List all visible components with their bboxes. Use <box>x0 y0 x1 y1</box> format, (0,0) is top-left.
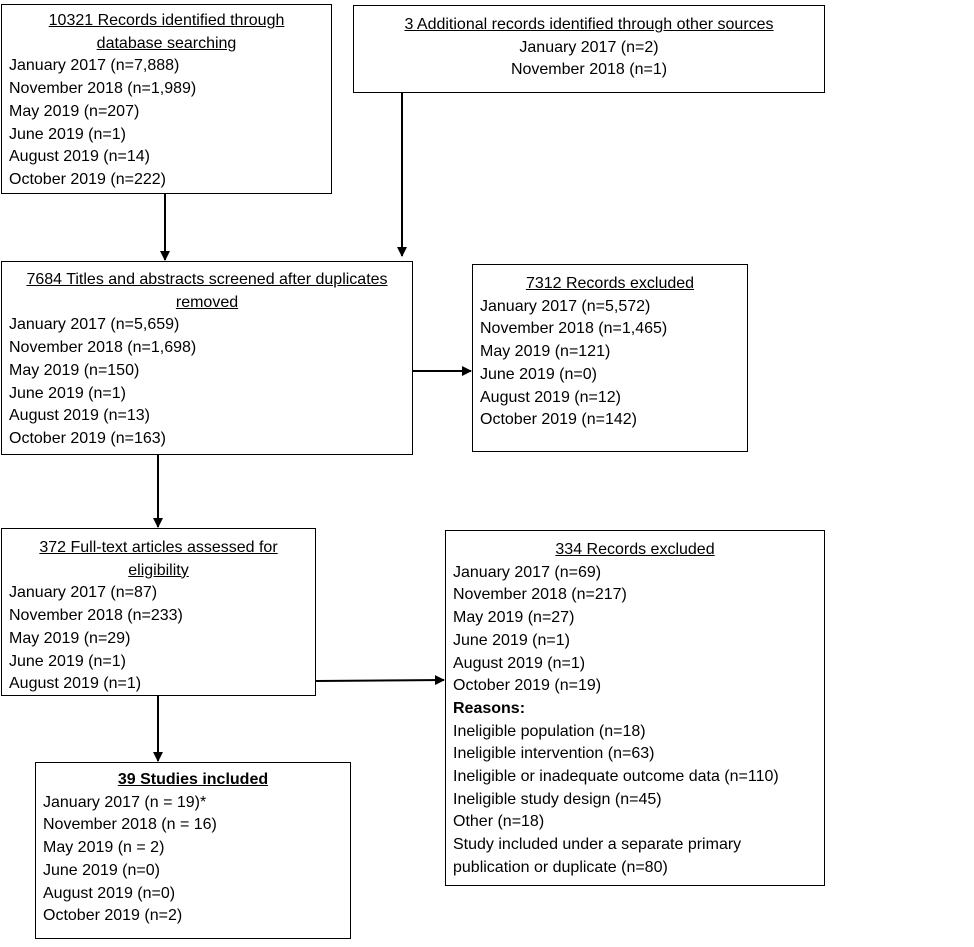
exclusion-reason: Ineligible population (n=18) <box>453 722 646 740</box>
studies-included-line: May 2019 (n = 2) <box>43 839 165 857</box>
database-records-line: January 2017 (n=7,888) <box>9 57 180 75</box>
screened-records-title-line-1: 7684 Titles and abstracts screened after… <box>26 271 388 288</box>
studies-included-box: 39 Studies included January 2017 (n = 19… <box>35 762 351 939</box>
fulltext-assessed-line: January 2017 (n=87) <box>9 584 158 602</box>
fulltext-assessed-title-line-2: eligibility <box>128 561 189 579</box>
screened-records-line: May 2019 (n=150) <box>9 361 140 379</box>
database-records-line: November 2018 (n=1,989) <box>9 80 197 98</box>
studies-included-line: November 2018 (n = 16) <box>43 816 217 834</box>
studies-included-line: October 2019 (n=2) <box>43 907 183 925</box>
excluded-records-2-line: May 2019 (n=27) <box>453 609 575 627</box>
additional-records-box: 3 Additional records identified through … <box>353 5 825 93</box>
database-records-box: 10321 Records identified through databas… <box>1 4 332 194</box>
database-records-line: October 2019 (n=222) <box>9 170 166 188</box>
exclusion-reason: Study included under a separate primary <box>453 836 742 854</box>
exclusion-reason: Ineligible intervention (n=63) <box>453 745 655 763</box>
database-records-line: June 2019 (n=1) <box>9 125 126 143</box>
exclusion-reason: Ineligible study design (n=45) <box>453 790 662 808</box>
excluded-records-1-line: November 2018 (n=1,465) <box>480 320 668 338</box>
excluded-records-1-line: June 2019 (n=0) <box>480 365 597 383</box>
excluded-records-2-line: October 2019 (n=19) <box>453 677 602 695</box>
fulltext-assessed-box: 372 Full-text articles assessed for elig… <box>1 528 316 696</box>
fulltext-assessed-line: May 2019 (n=29) <box>9 629 131 647</box>
additional-records-line: January 2017 (n=2) <box>519 38 659 56</box>
screened-records-title-line-2: removed <box>175 293 239 311</box>
excluded-records-1-line: October 2019 (n=142) <box>480 411 637 429</box>
fulltext-assessed-line: June 2019 (n=1) <box>9 652 126 670</box>
database-records-title-line-2: database searching <box>96 34 237 52</box>
database-records-title-line-1: 10321 Records identified through <box>48 12 285 29</box>
excluded-records-box-1: 7312 Records excluded January 2017 (n=5,… <box>472 264 748 452</box>
fulltext-assessed-line: November 2018 (n=233) <box>9 607 183 625</box>
screened-records-line: August 2019 (n=13) <box>9 407 150 425</box>
additional-records-line: November 2018 (n=1) <box>510 61 668 79</box>
studies-included-line: January 2017 (n = 19)* <box>43 793 207 811</box>
additional-records-title: 3 Additional records identified through … <box>404 16 774 33</box>
screened-records-line: October 2019 (n=163) <box>9 429 166 447</box>
database-records-line: May 2019 (n=207) <box>9 102 140 120</box>
studies-included-line: June 2019 (n=0) <box>43 861 160 879</box>
excluded-records-box-2: 334 Records excluded January 2017 (n=69)… <box>445 530 825 886</box>
excluded-records-1-line: August 2019 (n=12) <box>480 388 621 406</box>
exclusion-reasons-heading: Reasons: <box>453 699 526 717</box>
fulltext-assessed-line: August 2019 (n=1) <box>9 675 142 693</box>
excluded-records-1-line: May 2019 (n=121) <box>480 343 611 361</box>
arrow-fulltext-to-excluded-2 <box>315 675 445 686</box>
studies-included-title: 39 Studies included <box>117 771 269 788</box>
excluded-records-2-line: August 2019 (n=1) <box>453 654 586 672</box>
exclusion-reason: publication or duplicate (n=80) <box>453 858 668 876</box>
database-records-line: August 2019 (n=14) <box>9 148 150 166</box>
screened-records-line: November 2018 (n=1,698) <box>9 339 197 357</box>
excluded-records-2-title: 334 Records excluded <box>555 541 715 558</box>
screened-records-line: June 2019 (n=1) <box>9 384 126 402</box>
excluded-records-2-line: November 2018 (n=217) <box>453 586 627 604</box>
exclusion-reason: Ineligible or inadequate outcome data (n… <box>453 768 779 786</box>
excluded-records-2-line: June 2019 (n=1) <box>453 631 570 649</box>
screened-records-box: 7684 Titles and abstracts screened after… <box>1 261 413 455</box>
exclusion-reason: Other (n=18) <box>453 813 545 831</box>
studies-included-line: August 2019 (n=0) <box>43 884 176 902</box>
fulltext-assessed-title-line-1: 372 Full-text articles assessed for <box>39 539 278 556</box>
excluded-records-1-line: January 2017 (n=5,572) <box>480 297 651 315</box>
excluded-records-1-title: 7312 Records excluded <box>525 275 695 292</box>
screened-records-line: January 2017 (n=5,659) <box>9 316 180 334</box>
excluded-records-2-line: January 2017 (n=69) <box>453 563 602 581</box>
